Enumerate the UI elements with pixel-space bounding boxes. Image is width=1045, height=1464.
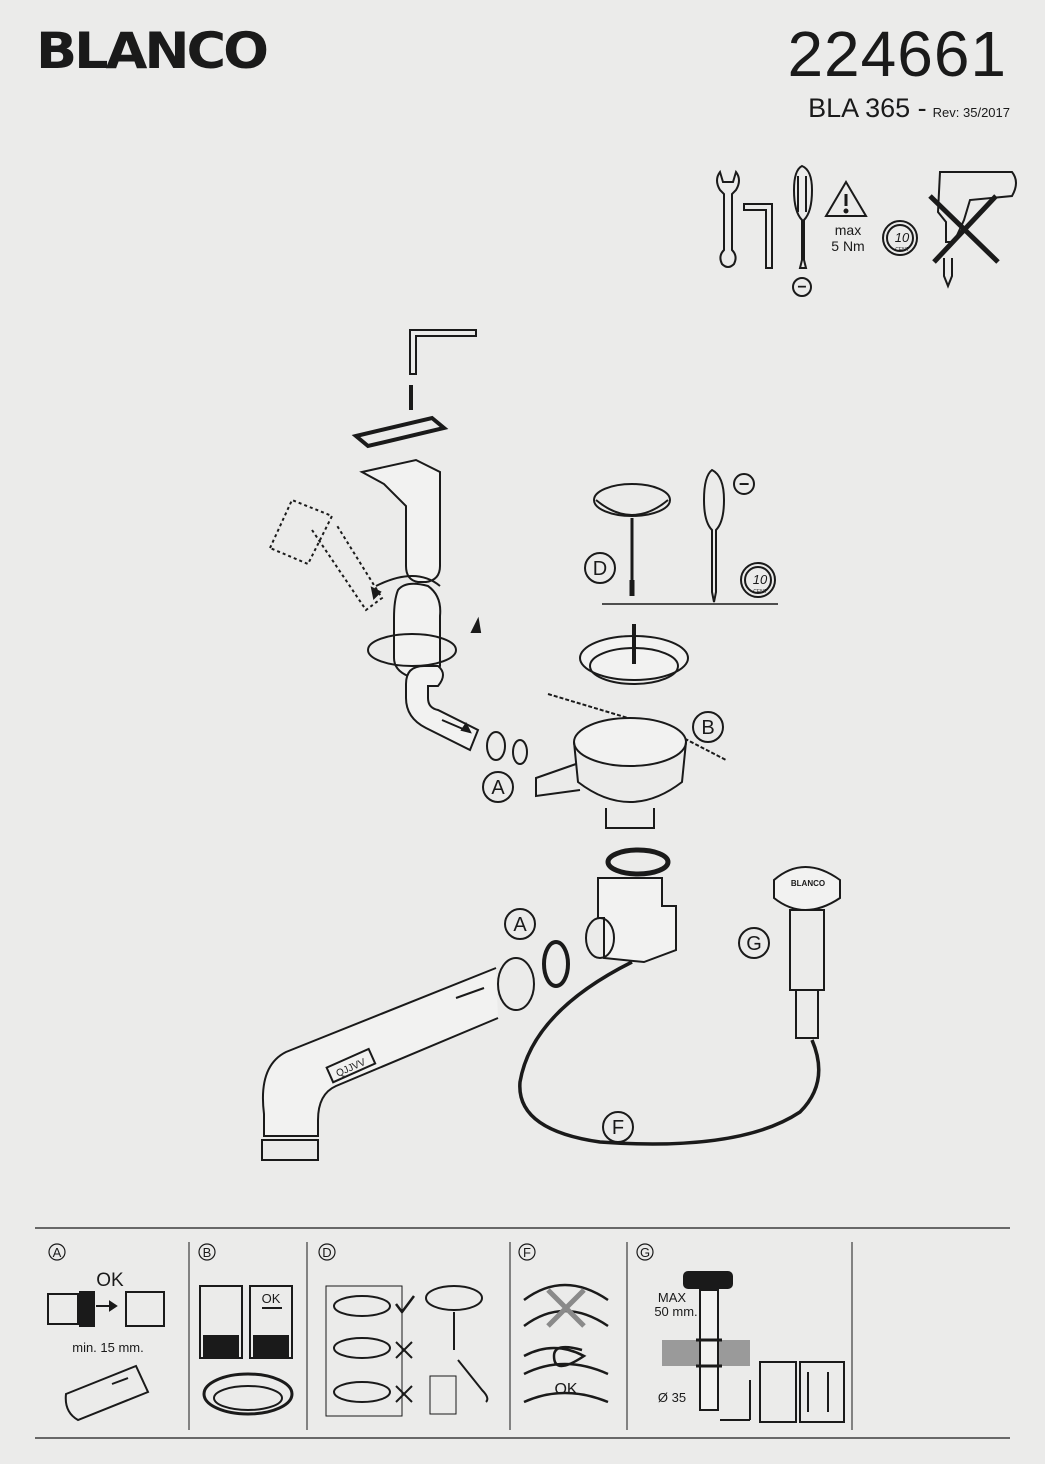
callout-b: B bbox=[692, 711, 724, 743]
minus-circle-icon: − bbox=[733, 473, 755, 495]
detail-a: A OK min. 15 mm. bbox=[47, 1243, 165, 1422]
svg-text:OK: OK bbox=[554, 1381, 577, 1398]
svg-text:A: A bbox=[53, 1245, 62, 1260]
strainer-basket-top bbox=[593, 483, 671, 596]
detail-d: D bbox=[318, 1243, 489, 1417]
callout-g: G bbox=[738, 927, 770, 959]
svg-text:A: A bbox=[513, 914, 527, 936]
svg-text:B: B bbox=[701, 717, 714, 739]
model-line: BLA 365 - Rev: 35/2017 bbox=[808, 93, 1010, 124]
overflow-body bbox=[359, 458, 457, 678]
svg-text:G: G bbox=[746, 933, 762, 955]
allen-key bbox=[409, 329, 477, 375]
svg-text:10: 10 bbox=[753, 572, 768, 587]
seal-ring bbox=[605, 847, 671, 877]
callout-a-upper: A bbox=[482, 771, 514, 803]
detail-b: B OK bbox=[198, 1243, 294, 1416]
svg-text:−: − bbox=[797, 279, 806, 296]
svg-text:A: A bbox=[491, 777, 505, 799]
svg-text:D: D bbox=[593, 558, 607, 580]
coin-icon: 10 CENT bbox=[882, 220, 918, 256]
hex-key-icon bbox=[743, 203, 773, 269]
power-drill-icon bbox=[936, 171, 1017, 289]
overflow-gasket bbox=[351, 415, 449, 449]
svg-text:BLANCO: BLANCO bbox=[791, 879, 825, 888]
torque-note: max 5 Nm bbox=[820, 222, 876, 254]
warning-icon bbox=[824, 180, 868, 217]
svg-text:MAX: MAX bbox=[658, 1290, 687, 1305]
union-nut-a bbox=[486, 731, 528, 765]
nut-a bbox=[497, 940, 570, 1011]
pop-up-knob: BLANCO bbox=[773, 866, 841, 1039]
torque-line-1: max bbox=[834, 222, 862, 238]
svg-text:10: 10 bbox=[895, 230, 910, 245]
svg-text:50 mm.: 50 mm. bbox=[654, 1304, 697, 1319]
callout-a-lower: A bbox=[504, 908, 536, 940]
torque-line-2: 5 Nm bbox=[831, 238, 865, 254]
article-number: 224661 bbox=[787, 18, 1007, 90]
screwdriver-icon bbox=[702, 468, 726, 603]
detail-g: G MAX 50 mm. Ø 35 bbox=[636, 1243, 845, 1423]
svg-text:G: G bbox=[640, 1245, 650, 1260]
detail-f: F OK bbox=[518, 1243, 609, 1404]
bowden-cable bbox=[518, 960, 821, 1146]
coin-icon: 10 CENT bbox=[740, 562, 776, 598]
svg-text:OK: OK bbox=[262, 1291, 281, 1306]
crossed-out-icon bbox=[928, 194, 1000, 264]
callout-d: D bbox=[584, 552, 616, 584]
svg-text:CENT: CENT bbox=[895, 247, 909, 253]
rotate-arrow-icon bbox=[370, 575, 482, 633]
svg-text:OK: OK bbox=[96, 1270, 124, 1291]
overflow-elbow bbox=[405, 665, 480, 752]
callout-f: F bbox=[602, 1111, 634, 1143]
svg-text:F: F bbox=[523, 1245, 531, 1260]
svg-text:F: F bbox=[612, 1117, 624, 1139]
minus-circle-icon: − bbox=[792, 277, 812, 297]
trap-body bbox=[585, 877, 677, 964]
svg-text:−: − bbox=[739, 474, 750, 494]
overflow-ghost bbox=[268, 498, 384, 612]
model-name: BLA 365 - bbox=[808, 93, 927, 123]
revision: Rev: 35/2017 bbox=[932, 105, 1010, 120]
flat-screwdriver-icon bbox=[792, 164, 814, 269]
wrench-icon bbox=[716, 169, 740, 268]
svg-text:CENT: CENT bbox=[753, 589, 767, 595]
outlet-pipe bbox=[261, 967, 499, 1161]
drain-body bbox=[535, 717, 687, 829]
svg-text:D: D bbox=[322, 1245, 331, 1260]
brand-logo: BLANCO bbox=[36, 22, 269, 80]
svg-text:min. 15 mm.: min. 15 mm. bbox=[72, 1340, 144, 1355]
detail-dividers bbox=[188, 1242, 853, 1430]
svg-text:B: B bbox=[203, 1245, 212, 1260]
strainer-plug bbox=[579, 624, 689, 685]
svg-text:Ø 35: Ø 35 bbox=[658, 1390, 686, 1405]
